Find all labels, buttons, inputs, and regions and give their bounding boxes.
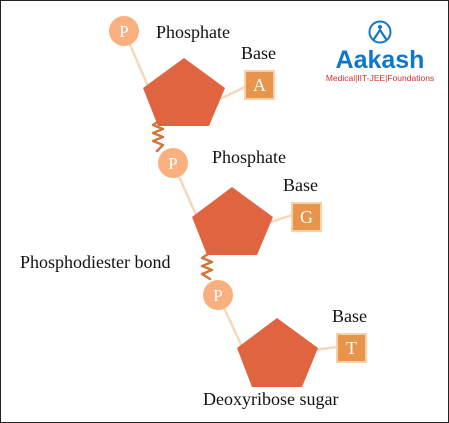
phosphate-node: P [109, 16, 139, 46]
deoxyribose-sugar-label: Deoxyribose sugar [203, 389, 338, 409]
phosphate-node: P [203, 280, 233, 310]
phosphodiester-bond-label: Phosphodiester bond [20, 252, 171, 272]
base-link-line [266, 213, 294, 225]
phosphodiester-spring-icon [200, 252, 214, 281]
sugar-pentagon [237, 318, 318, 387]
aakash-logo: Aakash Medical|IIT-JEE|Foundations [326, 20, 434, 83]
base-link-line [220, 85, 247, 100]
phosphate-letter: P [213, 286, 222, 305]
sugar-pentagon [192, 187, 273, 255]
phosphodiester-spring-icon [151, 119, 165, 153]
aakash-logo-icon [368, 20, 392, 44]
base-label: Base [241, 43, 276, 63]
base-label: Base [332, 306, 367, 326]
phosphate-node: P [158, 148, 188, 178]
base-letter: A [253, 75, 266, 95]
base-node: G [291, 202, 322, 232]
logo-tagline: Medical|IIT-JEE|Foundations [326, 73, 434, 83]
logo-wordmark: Aakash [336, 46, 425, 74]
sugar-pentagon [143, 58, 225, 126]
phosphate-label: Phosphate [212, 147, 286, 167]
base-letter: T [346, 338, 357, 358]
base-node: A [244, 70, 275, 100]
base-letter: G [300, 207, 313, 227]
phosphate-letter: P [168, 154, 177, 173]
base-node: T [336, 333, 367, 363]
phosphate-letter: P [119, 22, 128, 41]
phosphate-label: Phosphate [156, 22, 230, 42]
base-label: Base [283, 175, 318, 195]
